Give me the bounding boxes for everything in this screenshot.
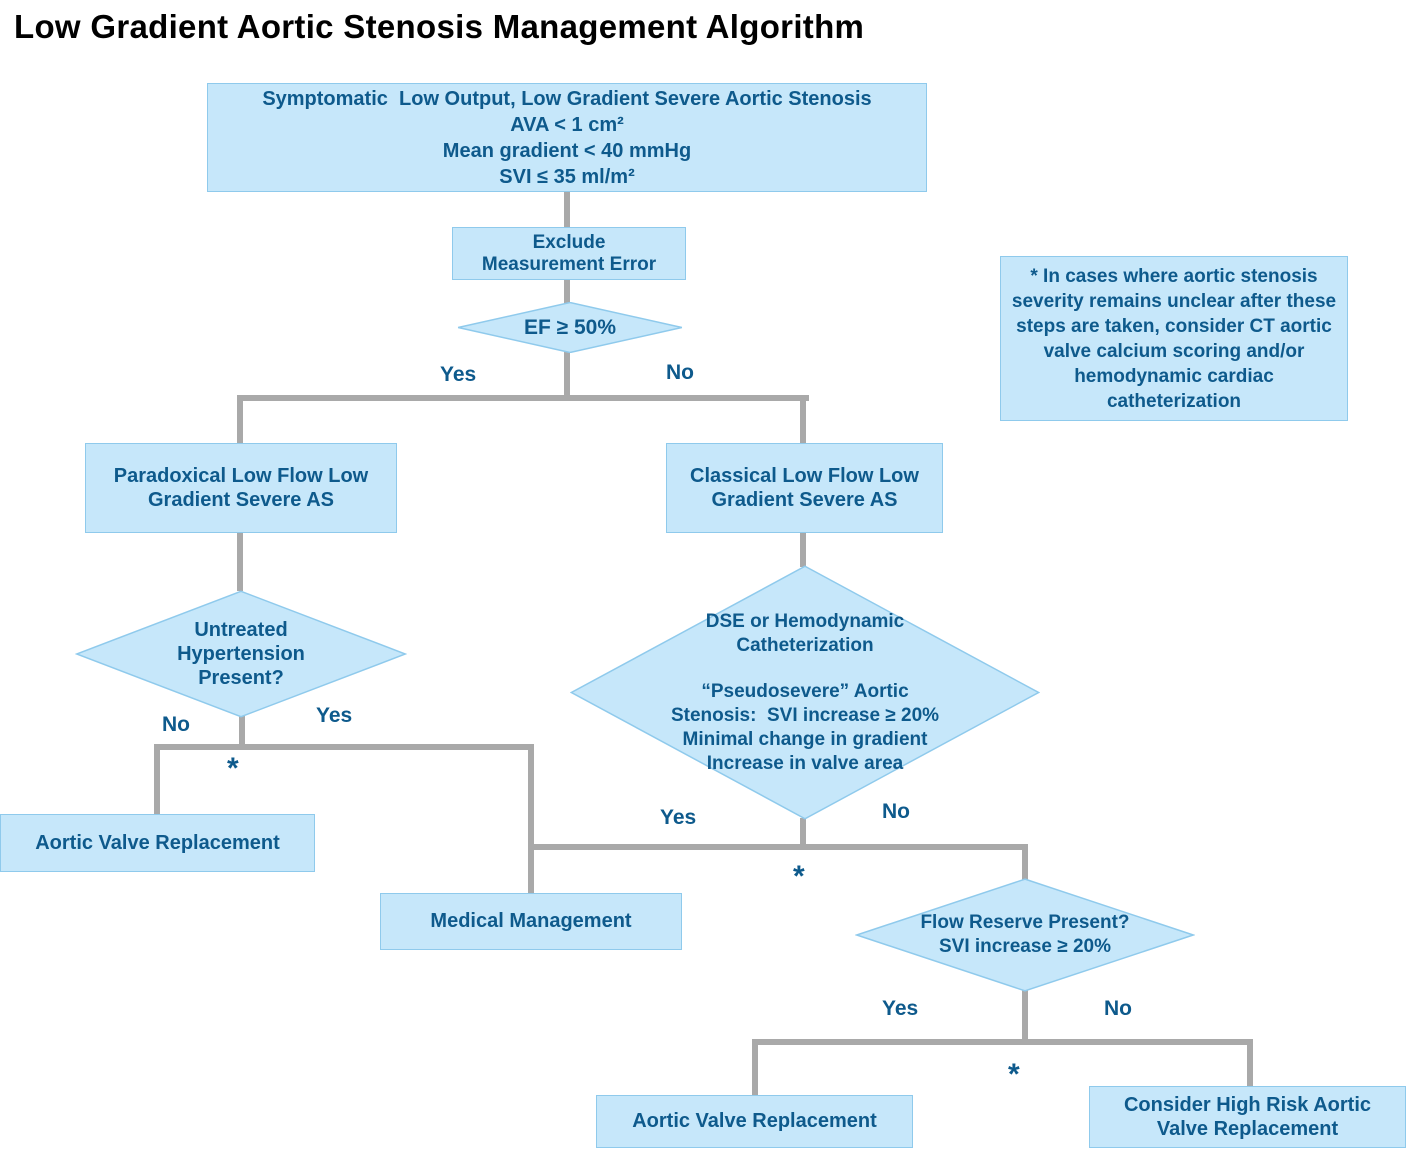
hypertension-line-1: Untreated <box>194 619 288 641</box>
connector <box>800 531 806 567</box>
dse-line-1: DSE or Hemodynamic <box>705 610 905 632</box>
flow-yes-label: Yes <box>882 997 919 1020</box>
hypertension-no-label: No <box>162 713 190 736</box>
avr-bottom-box: Aortic Valve Replacement <box>596 1095 913 1148</box>
connector <box>1022 990 1028 1042</box>
connector <box>154 744 160 816</box>
asterisk-note-marker: * <box>793 860 805 893</box>
classical-low-flow-box: Classical Low Flow Low Gradient Severe A… <box>666 443 943 533</box>
dse-line-2: Catheterization <box>736 634 874 656</box>
connector <box>237 395 243 445</box>
diamond-shape <box>75 590 407 718</box>
ef-no-label: No <box>666 361 694 384</box>
dse-line-4: Stenosis: SVI increase ≥ 20% <box>670 704 940 726</box>
connector <box>800 818 806 847</box>
paradoxical-low-flow-box: Paradoxical Low Flow Low Gradient Severe… <box>85 443 397 533</box>
connector <box>1247 1039 1253 1088</box>
avr-bottom-label: Aortic Valve Replacement <box>632 1110 877 1132</box>
connector <box>1022 844 1028 880</box>
footnote-box: * In cases where aortic stenosis severit… <box>1000 256 1348 421</box>
start-box-line-1: Symptomatic Low Output, Low Gradient Sev… <box>262 87 872 110</box>
flow-no-label: No <box>1104 997 1132 1020</box>
medical-management-box: Medical Management <box>380 893 682 950</box>
exclude-measurement-error-box: Exclude Measurement Error <box>452 227 686 280</box>
flow-reserve-line-1: Flow Reserve Present? <box>920 912 1130 933</box>
footnote-text: * In cases where aortic stenosis severit… <box>1011 265 1342 412</box>
connector <box>564 190 570 228</box>
start-box-line-2: AVA < 1 cm² <box>510 113 624 136</box>
start-box-line-4: SVI ≤ 35 ml/m² <box>499 165 635 188</box>
high-risk-avr-box: Consider High Risk Aortic Valve Replacem… <box>1089 1086 1406 1148</box>
flow-reserve-line-2: SVI increase ≥ 20% <box>938 936 1112 957</box>
paradoxical-box-line-2: Gradient Severe AS <box>147 489 334 511</box>
diamond-shape <box>457 302 683 353</box>
connector <box>528 844 1028 850</box>
connector <box>752 1039 1253 1045</box>
medical-management-label: Medical Management <box>430 910 632 932</box>
start-box: Symptomatic Low Output, Low Gradient Sev… <box>207 83 927 192</box>
dse-yes-label: Yes <box>660 806 697 829</box>
hypertension-line-3: Present? <box>198 667 284 689</box>
connector <box>237 531 243 591</box>
classical-box-line-1: Classical Low Flow Low <box>690 465 919 487</box>
dse-line-5: Minimal change in gradient <box>682 728 928 750</box>
connector <box>154 744 534 750</box>
ef-decision-diamond: EF ≥ 50% <box>457 302 683 353</box>
avr-left-box: Aortic Valve Replacement <box>0 814 315 872</box>
diamond-shape <box>570 565 1040 820</box>
page-title: Low Gradient Aortic Stenosis Management … <box>14 8 865 45</box>
connector <box>237 395 809 401</box>
hypertension-yes-label: Yes <box>316 704 353 727</box>
ef-yes-label: Yes <box>440 363 477 386</box>
connector <box>528 744 534 895</box>
classical-box-line-2: Gradient Severe AS <box>711 489 898 511</box>
exclude-box-line-1: Exclude <box>532 231 606 253</box>
start-box-line-3: Mean gradient < 40 mmHg <box>442 139 692 162</box>
high-risk-line-1: Consider High Risk Aortic <box>1123 1094 1372 1116</box>
connector <box>564 278 570 304</box>
dse-line-6: Increase in valve area <box>706 752 904 774</box>
dse-line-3: “Pseudosevere” Aortic <box>701 680 909 702</box>
high-risk-line-2: Valve Replacement <box>1156 1118 1339 1140</box>
hypertension-line-2: Hypertension <box>177 643 305 665</box>
connector <box>752 1039 758 1097</box>
diamond-shape <box>855 878 1195 992</box>
untreated-hypertension-diamond: Untreated Hypertension Present? <box>75 590 407 718</box>
dse-no-label: No <box>882 800 910 823</box>
exclude-box-line-2: Measurement Error <box>481 253 657 275</box>
connector <box>564 350 570 398</box>
avr-left-label: Aortic Valve Replacement <box>35 831 280 854</box>
flow-reserve-diamond: Flow Reserve Present? SVI increase ≥ 20% <box>855 878 1195 992</box>
dse-catheterization-diamond: DSE or Hemodynamic Catheterization “Pseu… <box>570 565 1040 820</box>
connector <box>239 714 245 747</box>
connector <box>800 395 806 445</box>
ef-decision-label: EF ≥ 50% <box>523 315 617 339</box>
asterisk-note-marker: * <box>1008 1058 1020 1091</box>
asterisk-note-marker: * <box>227 752 239 785</box>
paradoxical-box-line-1: Paradoxical Low Flow Low <box>113 465 369 487</box>
